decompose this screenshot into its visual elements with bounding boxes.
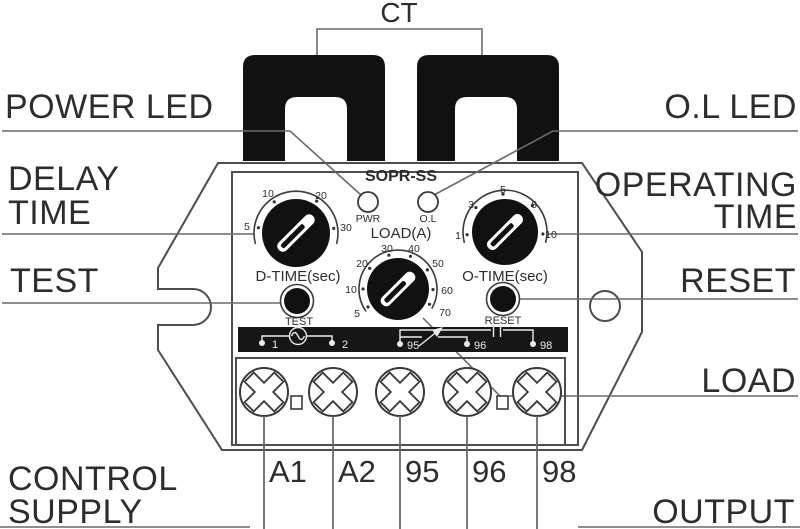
pwr-led-label: PWR xyxy=(356,213,381,225)
terminal-label-a2: A2 xyxy=(338,454,376,489)
load-knob: LOAD(A) 5 10 20 30 40 50 60 70 xyxy=(345,225,453,320)
otime-scale-1: 1 xyxy=(455,230,461,242)
terminal-label-95: 95 xyxy=(405,454,439,489)
contact-arrow xyxy=(432,327,443,337)
model-label: SOPR-SS xyxy=(365,168,437,185)
operating-time-callout-line1: OPERATING xyxy=(595,166,797,204)
load-scale-40: 40 xyxy=(408,243,420,255)
otime-scale-10: 10 xyxy=(545,229,557,241)
power-led-callout: POWER LED xyxy=(5,88,214,126)
dtime-knob-label: D-TIME(sec) xyxy=(256,268,341,285)
load-knob-title: LOAD(A) xyxy=(371,225,432,242)
pwr-led xyxy=(357,191,379,213)
test-button: TEST xyxy=(279,283,315,328)
terminal-wires xyxy=(263,416,538,529)
terminal-label-a1: A1 xyxy=(269,454,307,489)
load-scale-70: 70 xyxy=(439,307,451,319)
control-supply-callout-line1: CONTROL xyxy=(8,460,178,498)
strip-terminal-96: 96 xyxy=(474,340,486,352)
ol-led xyxy=(417,191,439,213)
strip-terminal-95: 95 xyxy=(407,340,419,352)
dtime-scale-30: 30 xyxy=(340,222,352,234)
control-supply-callout-line2: SUPPLY xyxy=(8,493,143,529)
otime-scale-3: 3 xyxy=(468,199,474,211)
strip-terminal-2: 2 xyxy=(342,339,348,351)
load-scale-10: 10 xyxy=(345,284,357,296)
o-time-knob: 1 3 5 8 10 O-TIME(sec) xyxy=(455,184,557,285)
dtime-scale-10: 10 xyxy=(262,188,274,200)
ct-core-right xyxy=(417,55,559,161)
load-scale-50: 50 xyxy=(432,258,444,270)
screw-slot-icon xyxy=(446,371,488,413)
output-callout: OUTPUT xyxy=(652,493,795,529)
dtime-scale-20: 20 xyxy=(315,190,327,202)
wiring-strip: 1 2 95 96 98 xyxy=(238,323,568,352)
ct-core-left xyxy=(243,55,385,161)
power-led-callout-line xyxy=(2,130,362,196)
screw-slot-icon xyxy=(516,371,558,413)
screw-terminals xyxy=(239,367,562,417)
load-callout: LOAD xyxy=(701,362,796,400)
ol-led-label: O.L xyxy=(420,213,437,225)
ct-label: CT xyxy=(380,0,417,28)
d-time-knob: 5 10 20 30 D-TIME(sec) xyxy=(244,188,352,285)
ol-led-callout: O.L LED xyxy=(664,88,797,126)
load-scale-60: 60 xyxy=(441,285,453,297)
ol-led-callout-line xyxy=(433,130,798,196)
mounting-hole xyxy=(589,290,621,322)
terminal-label-96: 96 xyxy=(472,454,506,489)
ct-bracket xyxy=(316,28,483,57)
dtime-scale-5: 5 xyxy=(244,221,250,233)
otime-knob-label: O-TIME(sec) xyxy=(462,268,548,285)
screw-slot-icon xyxy=(243,371,285,413)
terminal-label-98: 98 xyxy=(542,454,576,489)
otime-scale-8: 8 xyxy=(531,199,537,211)
otime-scale-5: 5 xyxy=(500,184,506,196)
strip-terminal-98: 98 xyxy=(540,340,552,352)
reset-callout: RESET xyxy=(680,262,796,300)
terminal-spacer-left xyxy=(290,395,303,410)
test-button-label: TEST xyxy=(285,316,313,328)
strip-terminal-1: 1 xyxy=(272,339,278,351)
reset-button-label: RESET xyxy=(485,315,522,327)
delay-time-callout-line2: TIME xyxy=(8,194,91,232)
load-scale-30: 30 xyxy=(381,243,393,255)
terminal-spacer-right xyxy=(496,395,509,410)
delay-time-callout-line1: DELAY xyxy=(8,160,119,198)
test-callout: TEST xyxy=(10,262,99,300)
screw-slot-icon xyxy=(312,371,354,413)
screw-slot-icon xyxy=(379,371,421,413)
operating-time-callout-line2: TIME xyxy=(714,198,797,236)
load-scale-20: 20 xyxy=(356,258,368,270)
load-scale-5: 5 xyxy=(354,308,360,320)
